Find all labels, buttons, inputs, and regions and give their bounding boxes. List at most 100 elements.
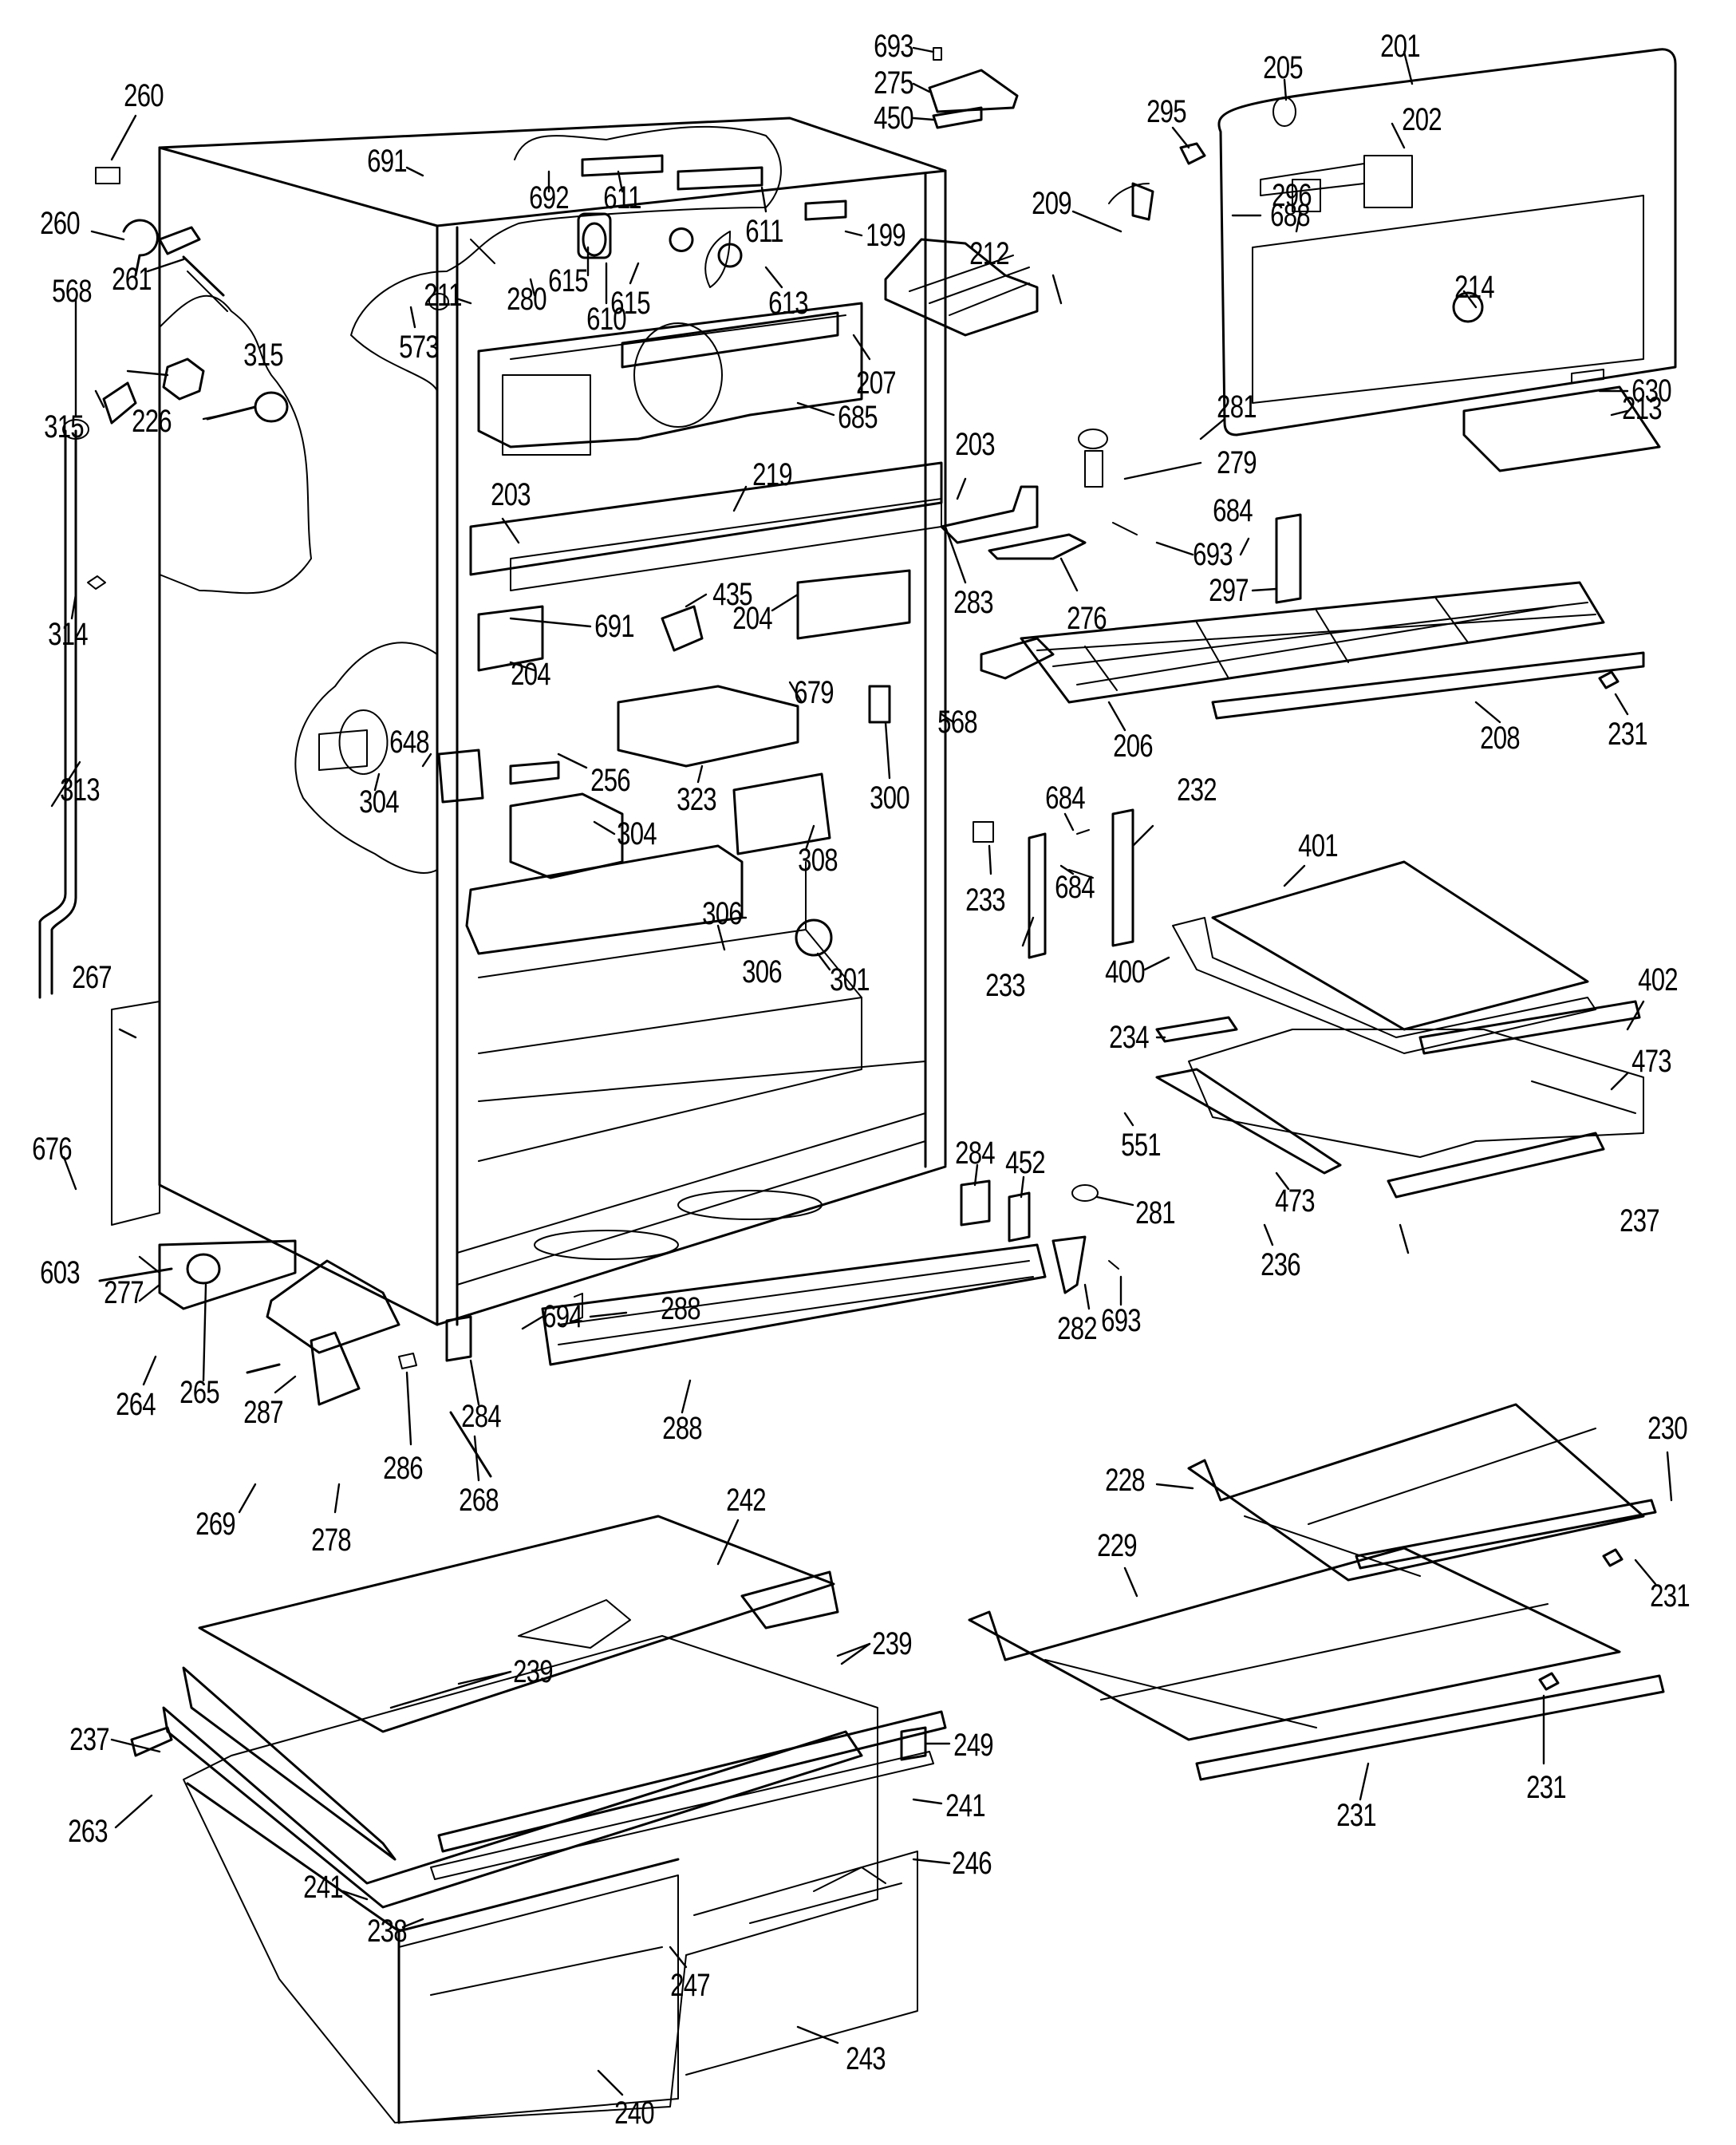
part-label: 277 bbox=[104, 1275, 144, 1310]
part-label: 286 bbox=[383, 1451, 424, 1486]
part-label: 231 bbox=[1336, 1798, 1377, 1833]
part-label: 211 bbox=[424, 278, 462, 313]
part-label: 233 bbox=[965, 883, 1006, 918]
part-label: 313 bbox=[60, 772, 101, 808]
part-label: 691 bbox=[367, 144, 408, 179]
part-label: 207 bbox=[856, 365, 897, 401]
wire-shelves bbox=[968, 1403, 1665, 1781]
part-label: 400 bbox=[1105, 954, 1146, 990]
part-label: 279 bbox=[1217, 445, 1257, 480]
part-label: 208 bbox=[1480, 721, 1521, 756]
part-label: 204 bbox=[511, 657, 551, 692]
part-label: 284 bbox=[955, 1136, 996, 1171]
part-label: 239 bbox=[513, 1654, 554, 1689]
part-label: 435 bbox=[712, 577, 753, 612]
part-label: 691 bbox=[594, 609, 635, 644]
part-label: 281 bbox=[1217, 389, 1257, 425]
part-label: 295 bbox=[1146, 94, 1187, 129]
part-label: 275 bbox=[874, 65, 914, 101]
part-label: 473 bbox=[1631, 1044, 1672, 1079]
part-label: 603 bbox=[40, 1255, 81, 1290]
part-label: 693 bbox=[1101, 1303, 1142, 1338]
freezer-door-parts bbox=[884, 47, 1677, 472]
crisper-parts bbox=[130, 1515, 947, 2124]
part-label: 246 bbox=[952, 1846, 992, 1881]
part-label: 287 bbox=[243, 1395, 284, 1430]
part-label: 280 bbox=[507, 282, 547, 317]
part-label: 243 bbox=[846, 2041, 886, 2076]
base-parts bbox=[98, 1239, 1047, 1478]
part-label: 314 bbox=[48, 617, 89, 652]
part-label: 213 bbox=[1622, 391, 1663, 426]
part-label: 201 bbox=[1380, 29, 1421, 64]
part-label: 684 bbox=[1213, 493, 1253, 528]
part-label: 304 bbox=[617, 816, 657, 851]
part-label: 473 bbox=[1275, 1183, 1316, 1219]
part-label: 551 bbox=[1121, 1128, 1162, 1163]
part-label: 214 bbox=[1454, 270, 1495, 305]
part-label: 212 bbox=[969, 236, 1010, 271]
freezer-mid-parts bbox=[318, 461, 943, 957]
part-label: 288 bbox=[661, 1291, 701, 1326]
part-label: 452 bbox=[1005, 1145, 1046, 1180]
part-label: 233 bbox=[985, 968, 1026, 1003]
part-label: 247 bbox=[670, 1968, 711, 2003]
part-label: 611 bbox=[603, 180, 641, 215]
part-label: 203 bbox=[491, 477, 531, 512]
part-label: 688 bbox=[1270, 198, 1311, 233]
part-label: 304 bbox=[359, 784, 400, 820]
part-label: 684 bbox=[1045, 780, 1086, 816]
part-label: 231 bbox=[1650, 1578, 1691, 1614]
fresh-food-mid-parts bbox=[960, 808, 1644, 1294]
part-label: 402 bbox=[1638, 962, 1679, 997]
part-label: 615 bbox=[548, 263, 589, 298]
part-label: 267 bbox=[72, 960, 112, 995]
part-label: 278 bbox=[311, 1523, 352, 1558]
part-label: 260 bbox=[40, 206, 81, 241]
part-label: 306 bbox=[742, 954, 783, 990]
part-label: 296 bbox=[1272, 178, 1312, 213]
part-label: 232 bbox=[1177, 772, 1217, 808]
leader-lines bbox=[50, 46, 1673, 2096]
part-label: 237 bbox=[69, 1722, 110, 1757]
part-label: 206 bbox=[1113, 729, 1154, 764]
part-label: 282 bbox=[1057, 1311, 1098, 1346]
part-label: 297 bbox=[1209, 573, 1249, 608]
part-label: 283 bbox=[953, 585, 994, 620]
part-label: 611 bbox=[745, 214, 783, 249]
part-label: 694 bbox=[542, 1299, 583, 1334]
part-label: 264 bbox=[116, 1387, 156, 1422]
part-label: 204 bbox=[732, 601, 773, 636]
part-label: 239 bbox=[872, 1626, 913, 1661]
part-label: 679 bbox=[794, 675, 834, 710]
part-label: 630 bbox=[1631, 373, 1672, 409]
part-label: 228 bbox=[1105, 1463, 1146, 1498]
part-label: 219 bbox=[752, 457, 793, 492]
part-label: 237 bbox=[1620, 1203, 1660, 1238]
part-label: 269 bbox=[195, 1507, 236, 1542]
part-label: 241 bbox=[303, 1870, 344, 1905]
part-label: 568 bbox=[52, 274, 93, 309]
part-label: 265 bbox=[180, 1375, 220, 1410]
part-label: 249 bbox=[953, 1728, 994, 1763]
part-label: 226 bbox=[132, 404, 172, 439]
part-label: 230 bbox=[1647, 1411, 1688, 1446]
part-label: 693 bbox=[874, 29, 914, 64]
part-label: 573 bbox=[399, 330, 440, 365]
part-label: 615 bbox=[610, 286, 651, 321]
part-label: 240 bbox=[614, 2096, 655, 2131]
part-label: 692 bbox=[529, 180, 570, 215]
part-label: 613 bbox=[768, 286, 809, 321]
part-label: 676 bbox=[32, 1132, 73, 1167]
part-label: 301 bbox=[830, 962, 870, 997]
part-label: 263 bbox=[68, 1814, 108, 1849]
part-label: 401 bbox=[1298, 828, 1339, 863]
part-label: 261 bbox=[112, 262, 152, 297]
part-label: 199 bbox=[866, 218, 906, 253]
part-label: 276 bbox=[1067, 601, 1107, 636]
part-label: 205 bbox=[1263, 50, 1304, 85]
part-label: 308 bbox=[798, 843, 838, 878]
cabinet-body bbox=[158, 117, 947, 1326]
